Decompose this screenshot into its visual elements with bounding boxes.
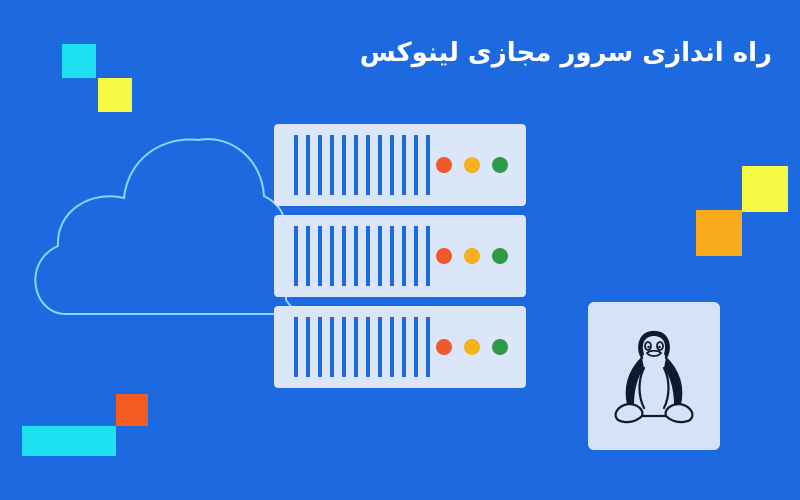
decor-bar-cyan-bottom [22, 426, 116, 456]
status-led-yellow [464, 157, 480, 173]
decor-square-red-bottom [116, 394, 148, 426]
status-led-yellow [464, 248, 480, 264]
status-led-yellow [464, 339, 480, 355]
server-unit-middle [274, 215, 526, 297]
status-led-red [436, 339, 452, 355]
server-vents [294, 135, 430, 195]
status-led-green [492, 248, 508, 264]
status-led-red [436, 248, 452, 264]
linux-tux-icon [614, 330, 694, 424]
decor-square-yellow-right [742, 166, 788, 212]
status-led-green [492, 339, 508, 355]
linux-card [588, 302, 720, 450]
server-unit-bottom [274, 306, 526, 388]
server-unit-top [274, 124, 526, 206]
page-title: راه اندازی سرور مجازی لینوکس [359, 38, 772, 68]
decor-square-orange-right [696, 210, 742, 256]
server-vents [294, 317, 430, 377]
server-vents [294, 226, 430, 286]
status-led-red [436, 157, 452, 173]
status-led-green [492, 157, 508, 173]
decor-square-yellow-top [98, 78, 132, 112]
decor-square-cyan-top [62, 44, 96, 78]
